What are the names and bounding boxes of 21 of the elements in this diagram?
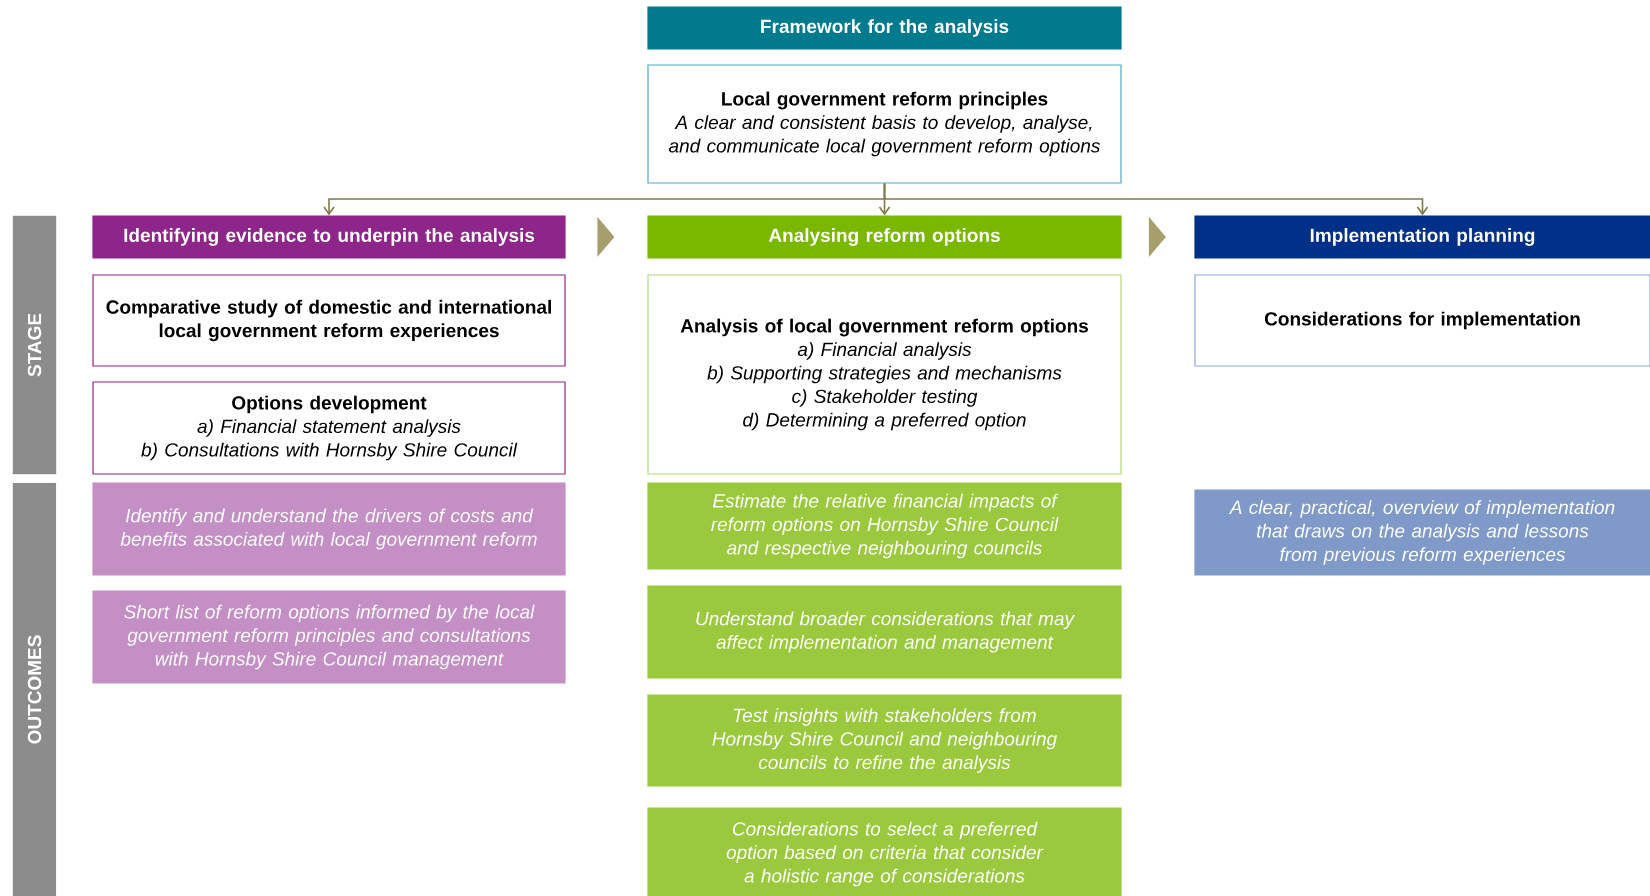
outcome-box: Estimate the relative financial impacts of reform options on Hornsby Shire Council and respective neighbouring councils	[647, 482, 1122, 570]
stage-box: Comparative study of domestic and international local government reform experiences	[92, 274, 566, 367]
stage-box: Options development a) Financial statement analysis b) Consultations with Hornsby Shire Council	[92, 381, 566, 475]
outcome-box: Identify and understand the drivers of costs and benefits associated with local government reform	[92, 482, 566, 576]
stage-box: Analysis of local government reform options a) Financial analysis b) Supporting strategies and mechanisms c) Stakeholder testing d) Determining a preferred option	[647, 274, 1122, 475]
outcome-box: Understand broader considerations that may affect implementation and management	[647, 585, 1122, 679]
principles-box: Local government reform principles A clear and consistent basis to develop, analyse, and communicate local government reform options	[647, 64, 1122, 184]
stage-header: Identifying evidence to underpin the analysis	[92, 215, 566, 259]
arrow	[883, 182, 1429, 216]
outcome-box: Considerations to select a preferred option based on criteria that consider a holistic range of considerations	[647, 807, 1122, 896]
chevron-arrow	[597, 217, 615, 257]
side-band: STAGE	[12, 215, 57, 475]
chevron-arrow	[1148, 217, 1166, 257]
outcome-box: Short list of reform options informed by the local government reform principles and consultations with Hornsby Shire Council management	[92, 590, 566, 684]
outcome-box: Test insights with stakeholders from Hornsby Shire Council and neighbouring councils to refine the analysis	[647, 694, 1122, 787]
stage-box: Considerations for implementation	[1194, 274, 1650, 367]
stage-header: Implementation planning	[1194, 215, 1650, 259]
side-band: OUTCOMES	[12, 482, 57, 896]
outcome-box: A clear, practical, overview of implementation that draws on the analysis and lessons from previous reform experiences	[1194, 489, 1650, 576]
stage-header: Analysing reform options	[647, 215, 1122, 259]
title-bar: Framework for the analysis	[647, 6, 1122, 50]
